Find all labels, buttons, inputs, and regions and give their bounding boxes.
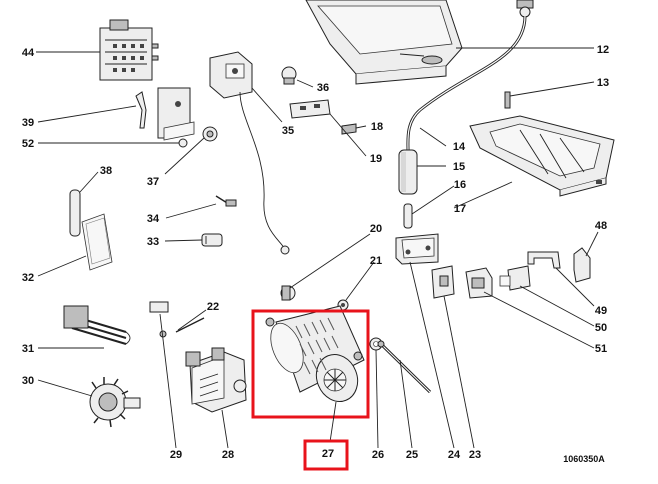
part-23-clip (431, 265, 455, 299)
part-27-motor (265, 305, 365, 402)
callout-26: 26 (372, 449, 384, 461)
callout-32: 32 (22, 272, 34, 284)
callout-13: 13 (597, 77, 609, 89)
highlight-box-label-27 (303, 439, 349, 471)
part-18-clip (341, 123, 357, 135)
callout-37: 37 (147, 176, 159, 188)
part-50-connector (499, 265, 531, 291)
callout-44: 44 (22, 47, 35, 59)
part-35-switch (209, 51, 290, 255)
part-32-filter (81, 213, 113, 271)
part-39-clip (135, 91, 147, 129)
callout-29: 29 (170, 449, 182, 461)
callout-28: 28 (222, 449, 234, 461)
callout-16: 16 (454, 179, 466, 191)
part-14-hose (398, 15, 527, 229)
callout-14: 14 (453, 141, 466, 153)
callout-38: 38 (100, 165, 112, 177)
part-48-bracket (573, 247, 591, 283)
callout-labels: 44 39 52 38 37 34 33 32 31 30 36 35 18 19 12 13 14 15 16 17… (22, 44, 609, 461)
part-hose-top (516, 0, 534, 18)
callout-21: 21 (370, 255, 382, 267)
callout-36: 36 (317, 82, 329, 94)
callout-50: 50 (595, 322, 607, 334)
callout-12: 12 (597, 44, 609, 56)
callout-15: 15 (453, 161, 465, 173)
callout-25: 25 (406, 449, 418, 461)
callout-51: 51 (595, 343, 607, 355)
part-33-holder (201, 233, 223, 247)
callout-23: 23 (469, 449, 481, 461)
callout-17: 17 (454, 203, 466, 215)
part-30-pump (89, 377, 141, 428)
part-36-knob (281, 66, 297, 85)
part-52-grommet (178, 138, 188, 148)
callout-18: 18 (371, 121, 383, 133)
part-24-bracket (395, 233, 439, 265)
part-34-sensor (215, 195, 237, 207)
callout-49: 49 (595, 305, 607, 317)
callout-39: 39 (22, 117, 34, 129)
part-12-housing (305, 0, 463, 85)
callout-31: 31 (22, 343, 34, 355)
part-51-connector (465, 267, 493, 299)
part-49-bracket (527, 251, 561, 269)
part-37-bracket (157, 87, 218, 142)
callout-27: 27 (322, 448, 334, 460)
callout-48: 48 (595, 220, 607, 232)
callout-52: 52 (22, 138, 34, 150)
callout-30: 30 (22, 375, 34, 387)
part-19-plate (289, 99, 331, 119)
callout-34: 34 (147, 213, 160, 225)
callout-19: 19 (370, 153, 382, 165)
part-31-heater (63, 305, 131, 345)
part-13-pin (504, 91, 511, 109)
part-20-bulb (280, 285, 296, 301)
drawing-code: 1060350A (563, 454, 605, 464)
callout-22: 22 (207, 301, 219, 313)
part-44-timer (99, 19, 159, 81)
highlight-box-27 (251, 309, 370, 419)
part-22-pin (149, 301, 205, 338)
part-17-drawer (469, 115, 615, 197)
part-28-solenoid (185, 347, 247, 413)
callout-20: 20 (370, 223, 382, 235)
callout-33: 33 (147, 236, 159, 248)
leader-lines (36, 47, 599, 449)
callout-24: 24 (448, 449, 461, 461)
part-25-bolt (377, 340, 432, 394)
part-38-rod (69, 189, 81, 237)
callout-35: 35 (282, 125, 294, 137)
